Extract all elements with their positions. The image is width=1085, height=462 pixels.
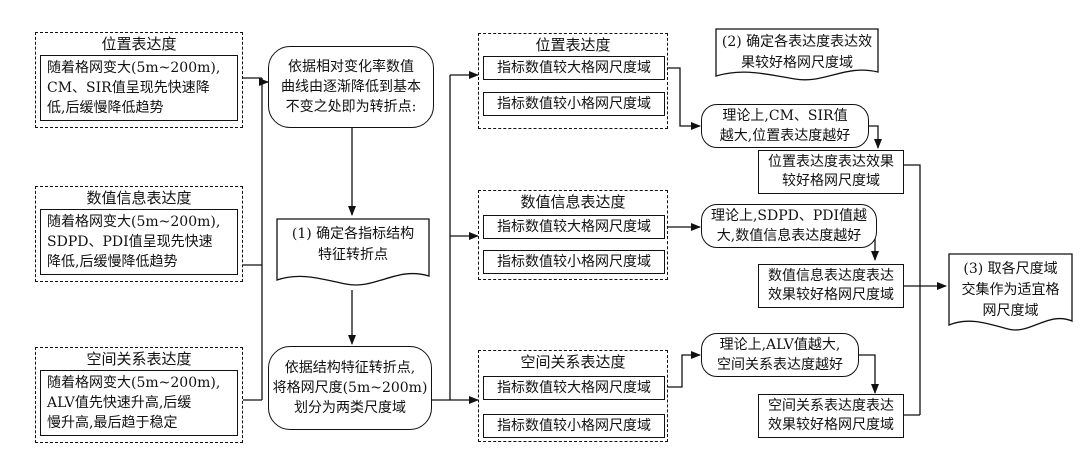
results-collector-line xyxy=(904,164,921,416)
large-value-domain-box: 指标数值较大格网尺度域 xyxy=(483,376,665,400)
step2-document: (2) 确定各表达度表达效 果较好格网尺度域 xyxy=(715,28,879,84)
theory-spatial: 理论上,ALV值越大, 空间关系表达度越好 xyxy=(701,333,859,377)
document-shape xyxy=(276,218,430,286)
result-position-domain: 位置表达度表达效果 较好格网尺度域 xyxy=(758,150,904,194)
right-panel-title: 空间关系表达度 xyxy=(520,353,626,371)
small-value-domain-box: 指标数值较小格网尺度域 xyxy=(483,250,665,274)
left-panel-title: 空间关系表达度 xyxy=(86,350,192,368)
result-numeric-domain: 数值信息表达度表达 效果较好格网尺度域 xyxy=(758,264,904,308)
step3-document: (3) 取各尺度域 交集作为适宜格 网尺度域 xyxy=(948,253,1073,335)
left-panel-spatial: 空间关系表达度 随着格网变大(5m~200m), ALV值先快速升高,后缓 慢升… xyxy=(35,347,243,443)
left-panel-body: 随着格网变大(5m~200m), SDPD、PDI值呈现先快速 降低,后缓慢降低… xyxy=(40,209,238,275)
large-value-domain-box: 指标数值较大格网尺度域 xyxy=(483,56,665,80)
left-panel-title: 位置表达度 xyxy=(101,35,177,53)
result-spatial-domain: 空间关系表达度表达 效果较好格网尺度域 xyxy=(758,394,904,438)
large-value-domain-box: 指标数值较大格网尺度域 xyxy=(483,215,665,239)
small-value-domain-box: 指标数值较小格网尺度域 xyxy=(483,92,665,116)
step1-document: (1) 确定各指标结构 特征转折点 xyxy=(276,218,430,290)
arrow-large-3-to-theory-3 xyxy=(668,351,701,388)
document-shape xyxy=(948,253,1073,331)
small-value-domain-box: 指标数值较小格网尺度域 xyxy=(483,414,665,438)
left-panel-body: 随着格网变大(5m~200m), CM、SIR值呈现先快速降 低,后缓慢降低趋势 xyxy=(40,55,238,121)
right-panel-title: 数值信息表达度 xyxy=(520,193,626,211)
step2-text: (2) 确定各表达度表达效 果较好格网尺度域 xyxy=(721,34,873,71)
left-panel-numeric: 数值信息表达度 随着格网变大(5m~200m), SDPD、PDI值呈现先快速 … xyxy=(35,186,243,282)
left-panel-body: 随着格网变大(5m~200m), ALV值先快速升高,后缓 慢升高,最后趋于稳定 xyxy=(40,370,238,436)
theory-numeric: 理论上,SDPD、PDI值越 大,数值信息表达度越好 xyxy=(701,204,877,248)
right-panel-title: 位置表达度 xyxy=(535,36,611,54)
theory-position: 理论上,CM、SIR值 越大,位置表达度越好 xyxy=(701,104,869,148)
left-panel-position: 位置表达度 随着格网变大(5m~200m), CM、SIR值呈现先快速降 低,后… xyxy=(35,32,243,128)
turning-point-criterion: 依据相对变化率数值 曲线由逐渐降低到基本 不变之处即为转折点: xyxy=(268,46,434,128)
left-panel-title: 数值信息表达度 xyxy=(86,189,192,207)
arrow-large-1-to-theory-1 xyxy=(668,67,701,130)
document-shape xyxy=(715,28,879,81)
step1-text: (1) 确定各指标结构 特征转折点 xyxy=(291,226,415,263)
step3-text: (3) 取各尺度域 交集作为适宜格 网尺度域 xyxy=(961,261,1060,319)
left-panel-link-lines xyxy=(243,77,262,401)
scale-domain-division: 依据结构特征转折点, 将格网尺度(5m~200m) 划分为两类尺度域 xyxy=(268,346,432,430)
arrow-theory-1-to-result-1 xyxy=(868,125,882,149)
arrow-theory-3-to-result-3 xyxy=(858,354,879,394)
